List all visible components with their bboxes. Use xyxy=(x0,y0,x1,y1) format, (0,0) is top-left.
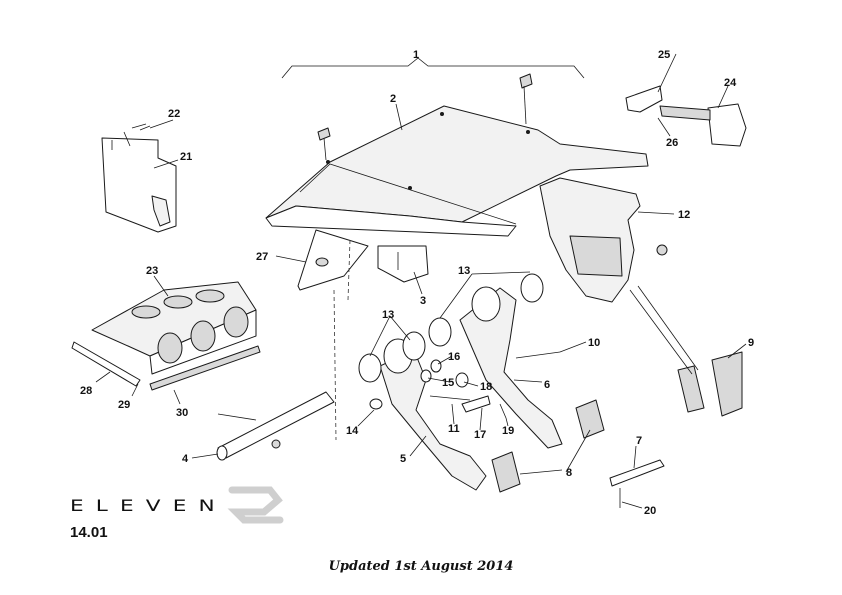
part-15-bush xyxy=(420,369,432,383)
callout-18: 18 xyxy=(480,381,492,393)
part-7-bracket xyxy=(609,459,665,487)
callout-28: 28 xyxy=(80,385,92,397)
part-16-bush xyxy=(430,359,442,373)
part-17-pin xyxy=(461,395,491,413)
part-21-cover xyxy=(101,131,177,233)
bolt-right xyxy=(519,73,533,125)
part-12-throttle-assembly xyxy=(539,177,699,375)
part-3-bracket xyxy=(377,245,429,283)
callout-12: 12 xyxy=(678,209,690,221)
part-4-pivot-shaft xyxy=(216,391,335,461)
callout-27: 27 xyxy=(256,251,268,263)
callout-26: 26 xyxy=(666,137,678,149)
part-4-bolt xyxy=(217,413,257,421)
callout-9: 9 xyxy=(748,337,754,349)
callout-17: 17 xyxy=(474,429,486,441)
part-19-pin xyxy=(499,403,507,419)
callout-19: 19 xyxy=(502,425,514,437)
callout-5: 5 xyxy=(400,453,406,465)
callout-4: 4 xyxy=(182,453,189,465)
part-11-spring xyxy=(429,395,471,401)
callout-10: 10 xyxy=(588,337,600,349)
group-bracket xyxy=(281,57,585,79)
callout-30: 30 xyxy=(176,407,188,419)
part-2-pedal-box xyxy=(265,105,649,237)
part-5-pedal xyxy=(358,331,487,491)
page-code: 14.01 xyxy=(70,524,108,541)
leader-lines xyxy=(95,53,747,509)
callout-15: 15 xyxy=(442,377,454,389)
callout-24: 24 xyxy=(724,77,737,89)
part-24-switch xyxy=(659,103,747,147)
update-note: Updated 1st August 2014 xyxy=(328,559,514,574)
callout-8: 8 xyxy=(566,467,572,479)
callout-25: 25 xyxy=(658,49,670,61)
part-10-spring xyxy=(515,351,561,359)
callout-7: 7 xyxy=(636,435,642,447)
callout-29: 29 xyxy=(118,399,130,411)
callout-3: 3 xyxy=(420,295,426,307)
brand-logo: ELEVEN xyxy=(70,496,227,515)
callout-23: 23 xyxy=(146,265,158,277)
part-28-strip xyxy=(71,341,141,387)
callout-20: 20 xyxy=(644,505,656,517)
callout-13a: 13 xyxy=(458,265,470,277)
assembly-line xyxy=(333,239,351,441)
part-8-pads xyxy=(491,399,605,493)
callout-2: 2 xyxy=(390,93,396,105)
part-27-bracket xyxy=(297,229,369,291)
part-9-pads xyxy=(677,351,743,417)
part-18-bush xyxy=(455,372,469,388)
callout-21: 21 xyxy=(180,151,192,163)
part-12-nut xyxy=(656,244,668,256)
callout-16: 16 xyxy=(448,351,460,363)
part-25-bracket xyxy=(625,85,663,113)
callout-labels: 1 2 3 4 5 6 7 8 9 10 11 12 13 13 14 15 1… xyxy=(80,49,754,517)
part-14-bolt xyxy=(369,398,383,410)
callout-11: 11 xyxy=(448,423,460,435)
bolt-left xyxy=(317,127,331,161)
part-22-screw xyxy=(131,123,151,131)
part-30-strip xyxy=(149,345,261,391)
brand-logo-mark xyxy=(227,486,284,524)
part-6-pedal xyxy=(428,273,563,449)
callout-13b: 13 xyxy=(382,309,394,321)
callout-1: 1 xyxy=(413,49,419,61)
callout-6: 6 xyxy=(544,379,550,391)
callout-14: 14 xyxy=(346,425,359,437)
callout-22: 22 xyxy=(168,108,180,120)
